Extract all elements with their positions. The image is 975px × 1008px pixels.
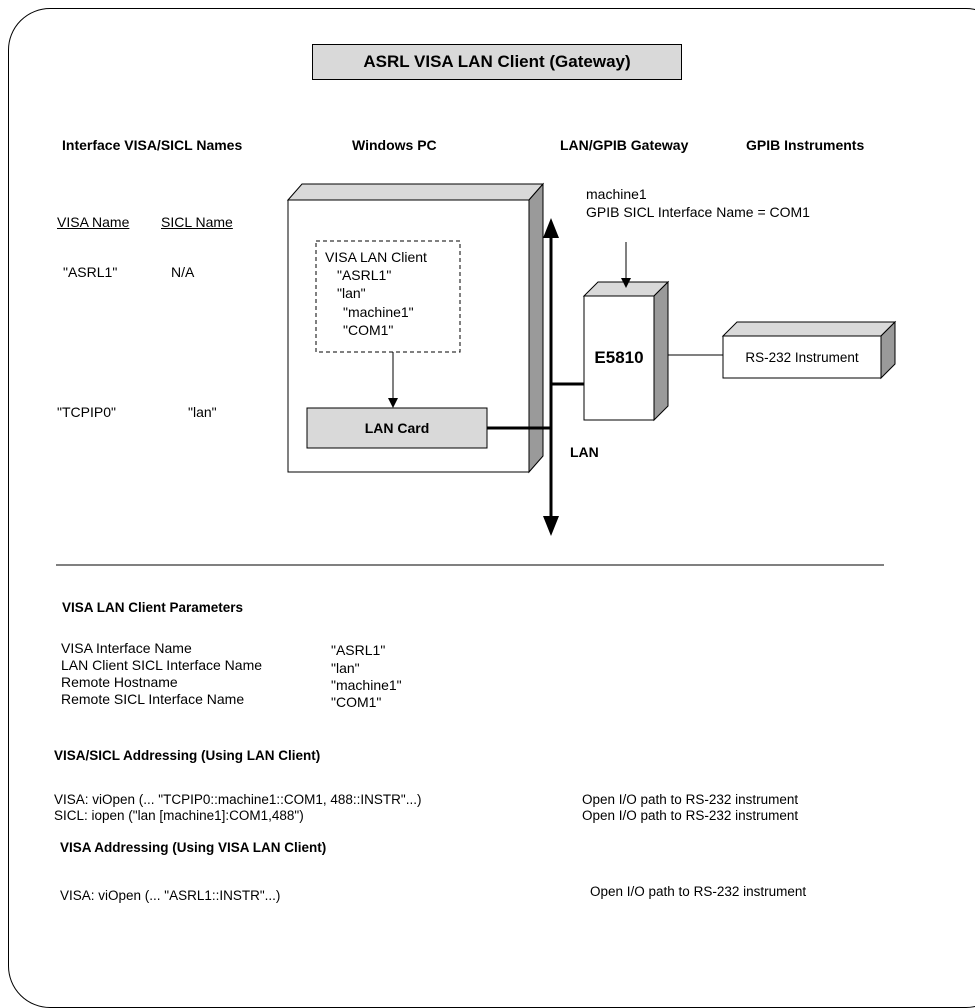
client-line-asrl: "ASRL1" (337, 267, 391, 283)
param-name: VISA Interface Name (61, 640, 192, 656)
addressing-code: VISA: viOpen (... "TCPIP0::machine1::COM… (54, 792, 421, 807)
pc-box-top (288, 184, 543, 200)
client-line-lan: "lan" (337, 285, 366, 301)
param-name: Remote Hostname (61, 674, 178, 690)
lan-label: LAN (570, 444, 599, 460)
rs232-instrument-label: RS-232 Instrument (723, 336, 881, 378)
gateway-hostname: machine1 (586, 186, 647, 202)
instrument-box-top (723, 322, 895, 336)
addressing-desc: Open I/O path to RS-232 instrument (582, 792, 798, 807)
addressing-desc: Open I/O path to RS-232 instrument (590, 884, 806, 899)
parameters-heading: VISA LAN Client Parameters (62, 600, 243, 615)
lan-arrow-down (543, 516, 559, 536)
param-name: LAN Client SICL Interface Name (61, 657, 262, 673)
lan-card-label: LAN Card (307, 408, 487, 448)
e5810-label: E5810 (584, 296, 654, 420)
param-value: "ASRL1" (331, 642, 385, 658)
addressing-code: VISA: viOpen (... "ASRL1::INSTR"...) (60, 888, 280, 903)
param-value: "lan" (331, 660, 360, 676)
param-value: "machine1" (331, 677, 402, 693)
lan-arrow-up (543, 218, 559, 238)
addressing-desc: Open I/O path to RS-232 instrument (582, 808, 798, 823)
client-line-title: VISA LAN Client (325, 249, 427, 265)
client-line-com: "COM1" (343, 322, 393, 338)
param-name: Remote SICL Interface Name (61, 691, 244, 707)
e5810-box-side (654, 282, 668, 420)
param-value: "COM1" (331, 694, 381, 710)
addressing-visa-heading: VISA Addressing (Using VISA LAN Client) (60, 840, 326, 855)
addressing-code: SICL: iopen ("lan [machine1]:COM1,488") (54, 808, 304, 823)
gateway-interface-note: GPIB SICL Interface Name = COM1 (586, 204, 810, 220)
addressing-lan-heading: VISA/SICL Addressing (Using LAN Client) (54, 748, 320, 763)
client-line-machine: "machine1" (343, 304, 414, 320)
